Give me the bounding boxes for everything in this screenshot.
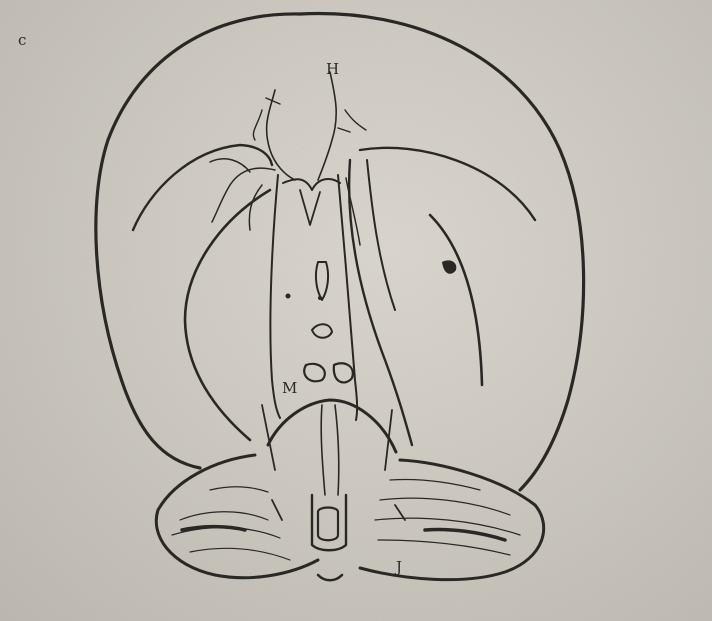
pituitary-dot (318, 296, 322, 300)
label-bottom-right: J (394, 558, 402, 576)
label-top: H (326, 60, 339, 78)
left-dot (286, 294, 291, 299)
label-corner: c (18, 31, 26, 49)
label-middle: M (282, 379, 297, 397)
